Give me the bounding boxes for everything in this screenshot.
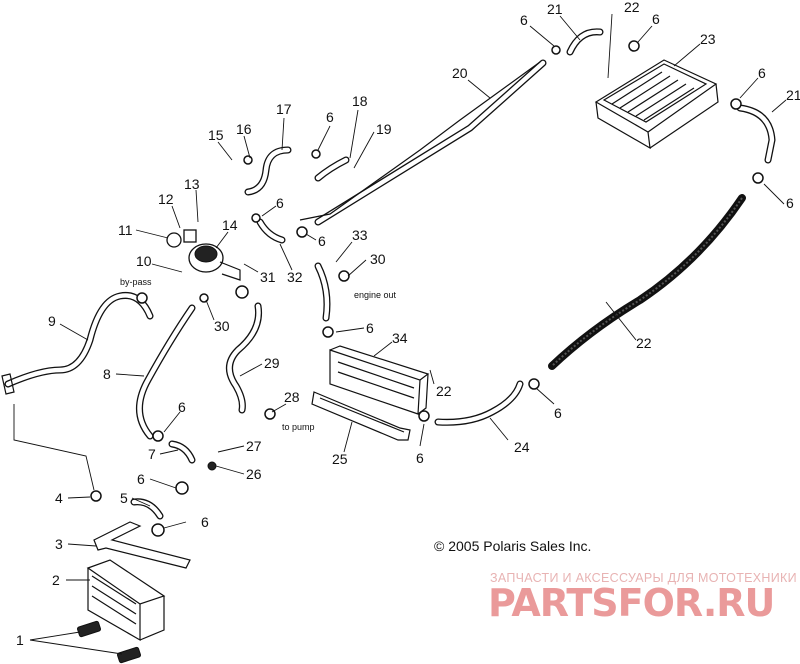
callout: 34	[392, 330, 408, 346]
coolant-tube-20	[299, 59, 547, 226]
callout: 18	[352, 93, 368, 109]
hose-18	[314, 156, 350, 182]
watermark-tagline: ЗАПЧАСТИ И АКСЕССУАРЫ ДЛЯ МОТОТЕХНИКИ	[490, 571, 797, 585]
callout: 4	[55, 490, 63, 506]
coolant-tube-22	[548, 194, 746, 370]
callout: 11	[118, 222, 133, 238]
callout: 6	[201, 514, 209, 530]
callout: 5	[120, 490, 128, 506]
callout: 6	[366, 320, 374, 336]
callout: 2	[52, 572, 60, 588]
callout: 9	[48, 313, 56, 329]
hose-17	[244, 146, 292, 196]
hose-29	[226, 302, 263, 414]
callout: 12	[158, 191, 174, 207]
callout: 3	[55, 536, 63, 552]
callout: 29	[264, 355, 280, 371]
callout: 6	[554, 405, 562, 421]
hose-21-top	[566, 28, 604, 56]
hose-8	[136, 304, 196, 440]
heat-exchanger-23	[594, 59, 719, 150]
connection-line-left	[13, 404, 95, 491]
callout: 21	[786, 87, 800, 103]
callout: 19	[376, 121, 392, 137]
callout: 6	[326, 109, 334, 125]
callout: 6	[520, 12, 528, 28]
callout: 30	[214, 318, 230, 334]
hose-24	[434, 380, 524, 426]
callout: 22	[636, 335, 652, 351]
skid-plate-25	[311, 391, 411, 441]
callout: 28	[284, 389, 300, 405]
hose-33	[314, 262, 331, 322]
hose-32	[256, 218, 286, 244]
callout: 6	[758, 65, 766, 81]
to-pump-note: to pump	[282, 422, 315, 432]
callout: 20	[452, 65, 468, 81]
callout: 33	[352, 227, 368, 243]
callout: 6	[276, 195, 284, 211]
callout: 26	[246, 466, 262, 482]
engine-out-note: engine out	[354, 290, 397, 300]
callout: 1	[16, 632, 24, 648]
callout: 13	[184, 176, 200, 192]
callout-labels: 1 2 3 4 5 6 6 6 7 8 9 10 11 12 13 14 15	[16, 0, 800, 655]
bracket-3	[93, 521, 191, 569]
fitting-7	[168, 440, 196, 464]
callout: 10	[136, 253, 152, 269]
oil-cooler-2	[86, 559, 166, 642]
callout: 7	[148, 446, 156, 462]
thermostat-housing-14	[188, 243, 241, 281]
copyright-notice: © 2005 Polaris Sales Inc.	[434, 538, 591, 554]
hose-5	[130, 498, 164, 520]
callout: 27	[246, 438, 262, 454]
mount-1a	[77, 620, 101, 638]
callout: 30	[370, 251, 386, 267]
callout: 6	[178, 399, 186, 415]
callout: 16	[236, 121, 252, 137]
callout: 6	[652, 11, 660, 27]
callout: 32	[287, 269, 303, 285]
callout: 23	[700, 31, 716, 47]
callout: 22	[436, 383, 452, 399]
callout: 6	[137, 471, 145, 487]
callout: 21	[547, 1, 563, 17]
callout: 6	[786, 195, 794, 211]
clamps	[90, 40, 764, 537]
callout: 25	[332, 451, 348, 467]
callout: 6	[318, 233, 326, 249]
callout: 17	[276, 101, 292, 117]
radiator-34	[329, 345, 430, 415]
callout: 8	[103, 366, 111, 382]
mount-1b	[117, 646, 141, 664]
callout: 24	[514, 439, 530, 455]
watermark-logo: PARTSFOR.RU	[488, 581, 774, 625]
callout: 31	[260, 269, 276, 285]
callout: 15	[208, 127, 224, 143]
callout: 6	[416, 450, 424, 466]
callout: 22	[624, 0, 640, 15]
hose-21-right	[736, 104, 776, 164]
callout: 14	[222, 217, 238, 233]
bypass-note: by-pass	[120, 277, 152, 287]
hose-9	[1, 291, 154, 395]
